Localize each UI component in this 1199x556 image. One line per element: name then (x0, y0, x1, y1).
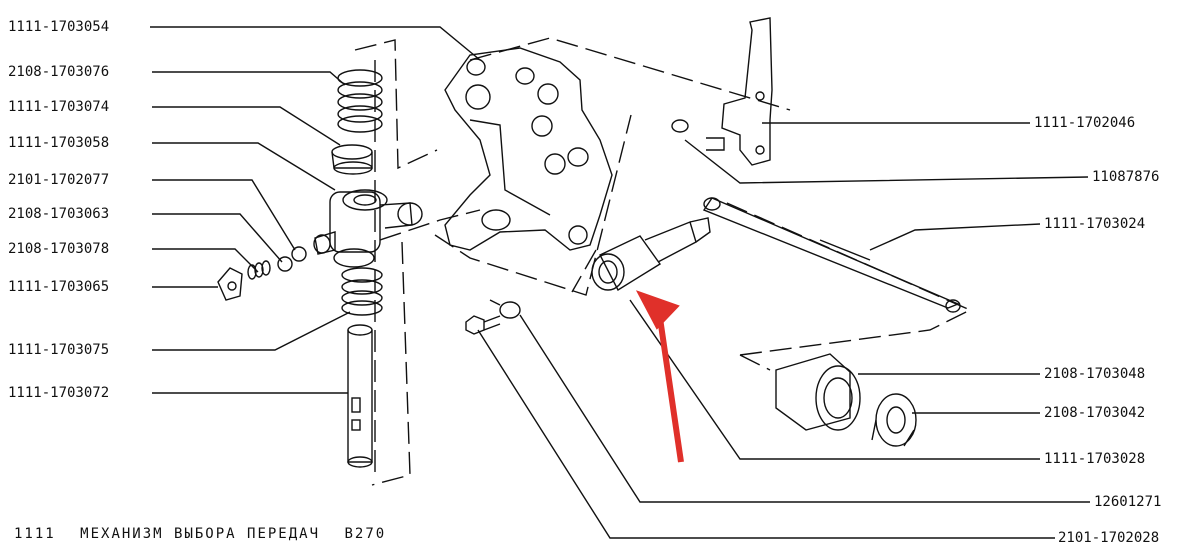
part-label: 2101-1702028 (1058, 530, 1160, 546)
leader-line (519, 314, 1090, 503)
leader-line (869, 223, 1041, 251)
leader-line (152, 248, 259, 273)
part-label: 2108-1703076 (8, 64, 110, 80)
part-label: 1111-1703065 (8, 279, 110, 295)
guide-line (489, 299, 501, 306)
guide-line (469, 37, 791, 111)
lock-washer (671, 119, 689, 133)
leader-line (629, 299, 1040, 460)
part-label: 1111-1703072 (8, 385, 110, 401)
detent-ball (277, 256, 293, 272)
adapter-sleeve (591, 217, 711, 291)
leader-line (152, 106, 341, 146)
bracket (444, 47, 613, 251)
part-label: 12601271 (1094, 494, 1162, 510)
detent-spring (247, 260, 271, 280)
part-label: 2108-1703042 (1044, 405, 1146, 421)
detent-plug (217, 267, 243, 301)
leader-line (684, 139, 1089, 184)
part-label: 11087876 (1092, 169, 1160, 185)
caption-code: B270 (344, 526, 387, 542)
selector-rod (702, 197, 961, 313)
part-label: 1111-1703054 (8, 19, 110, 35)
leader-line (152, 71, 346, 86)
guide-line (571, 249, 597, 293)
guide-line (719, 199, 972, 356)
guide-line (354, 39, 438, 170)
guide-line (434, 114, 632, 296)
seal-ring (871, 393, 917, 447)
part-label: 2108-1703063 (8, 206, 110, 222)
leader-line (152, 213, 283, 263)
diagram-caption: 1111 МЕХАНИЗМ ВЫБОРА ПЕРЕДАЧ B270 (14, 526, 400, 542)
part-label: 1111-1702046 (1034, 115, 1136, 131)
caption-title: МЕХАНИЗМ ВЫБОРА ПЕРЕДАЧ (80, 526, 321, 542)
selector-housing (313, 189, 423, 268)
leader-line (150, 26, 481, 61)
upper-spring (337, 69, 383, 133)
lower-spring (341, 267, 383, 316)
bolt (465, 315, 501, 335)
part-label: 1111-1703028 (1044, 451, 1146, 467)
guide-line (739, 354, 771, 371)
part-label: 2108-1703048 (1044, 366, 1146, 382)
caption-model: 1111 (14, 526, 56, 542)
part-label: 1111-1703075 (8, 342, 110, 358)
part-label: 1111-1703024 (1044, 216, 1146, 232)
part-label: 1111-1703074 (8, 99, 110, 115)
red-arrow (635, 290, 684, 463)
part-label: 2108-1703078 (8, 241, 110, 257)
leader-line (152, 311, 351, 351)
guide-line (371, 241, 411, 486)
selector-shaft (347, 324, 373, 468)
guide-line (379, 209, 481, 241)
leader-line (477, 329, 1055, 539)
leader-line (152, 179, 296, 251)
detent-ball (291, 246, 307, 262)
retainer-cap (331, 144, 373, 175)
leader-line (152, 142, 336, 191)
part-label: 1111-1703058 (8, 135, 110, 151)
washer (499, 301, 521, 319)
bushing (775, 353, 861, 431)
part-label: 2101-1702077 (8, 172, 110, 188)
selector-lever (706, 17, 773, 166)
